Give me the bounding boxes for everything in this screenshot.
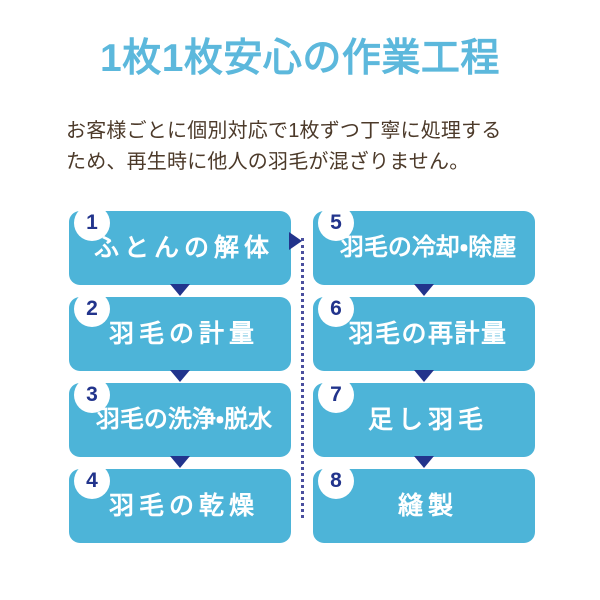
lead-paragraph: お客様ごとに個別対応で1枚ずつ丁寧に処理する ため、再生時に他人の羽毛が混ざりま… bbox=[66, 116, 540, 178]
step-label: 縫製 bbox=[397, 492, 458, 520]
arrow-down-icon bbox=[170, 284, 190, 296]
step-label: 羽毛の洗浄・脱水 bbox=[95, 406, 273, 433]
arrow-down-icon bbox=[414, 370, 434, 382]
step-number-badge: 7 bbox=[318, 377, 354, 413]
step-label: 羽毛の計量 bbox=[108, 320, 259, 348]
step-label: ふとんの解体 bbox=[93, 234, 274, 262]
lead-line-2: ため、再生時に他人の羽毛が混ざりません。 bbox=[66, 151, 470, 173]
page-title: 1枚1枚安心の作業工程 bbox=[100, 37, 500, 80]
step-number-badge: 4 bbox=[74, 463, 110, 499]
arrow-down-icon bbox=[414, 456, 434, 468]
step-number-badge: 6 bbox=[318, 291, 354, 327]
step-number-badge: 2 bbox=[74, 291, 110, 327]
column-connector-dotted-line bbox=[301, 238, 304, 518]
flow-step-4[interactable]: 4 羽毛の乾燥 bbox=[69, 463, 291, 543]
flow-column-right: 5 羽毛の冷却・除塵 6 羽毛の再計量 7 足し羽毛 8 縫製 bbox=[313, 205, 535, 543]
flow-step-8[interactable]: 8 縫製 bbox=[313, 463, 535, 543]
flow-step-2[interactable]: 2 羽毛の計量 bbox=[69, 291, 291, 382]
arrow-right-icon bbox=[289, 232, 302, 250]
lead-line-1: お客様ごとに個別対応で1枚ずつ丁寧に処理する bbox=[66, 120, 502, 142]
step-label: 足し羽毛 bbox=[367, 406, 488, 434]
flow-step-6[interactable]: 6 羽毛の再計量 bbox=[313, 291, 535, 382]
step-label: 羽毛の乾燥 bbox=[108, 492, 259, 520]
step-label: 羽毛の冷却・除塵 bbox=[339, 234, 517, 261]
flow-column-left: 1 ふとんの解体 2 羽毛の計量 3 羽毛の洗浄・脱水 4 羽毛の乾燥 bbox=[69, 205, 291, 543]
arrow-down-icon bbox=[170, 456, 190, 468]
flow-step-7[interactable]: 7 足し羽毛 bbox=[313, 377, 535, 468]
step-label: 羽毛の再計量 bbox=[348, 320, 508, 348]
step-number-badge: 8 bbox=[318, 463, 354, 499]
step-number-badge: 5 bbox=[318, 205, 354, 241]
arrow-down-icon bbox=[414, 284, 434, 296]
flow-step-1[interactable]: 1 ふとんの解体 bbox=[69, 205, 291, 296]
flow-step-5[interactable]: 5 羽毛の冷却・除塵 bbox=[313, 205, 535, 296]
flow-step-3[interactable]: 3 羽毛の洗浄・脱水 bbox=[69, 377, 291, 468]
step-number-badge: 1 bbox=[74, 205, 110, 241]
arrow-down-icon bbox=[170, 370, 190, 382]
step-number-badge: 3 bbox=[74, 377, 110, 413]
